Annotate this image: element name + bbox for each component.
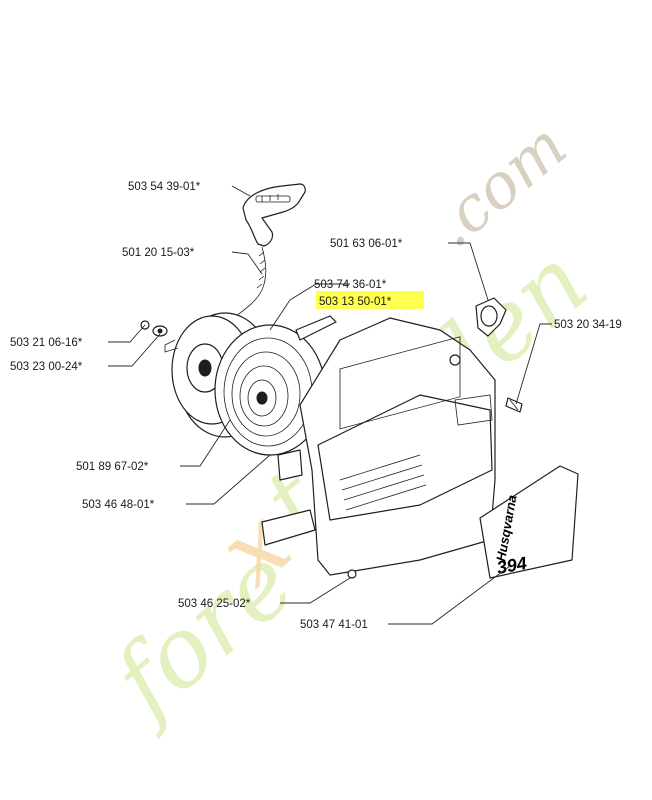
label-decal: 503 47 41-01 [300,619,368,631]
leader-lines [108,185,552,625]
starter-handle-drawing [242,183,306,247]
label-housing-screw: 503 20 34-19 [554,319,622,331]
label-rope: 501 20 15-03* [122,247,195,259]
label-rope-guide: 501 63 06-01* [330,238,403,250]
label-starter-housing: 503 46 25-02* [178,598,251,610]
housing-screw-drawing [505,397,523,413]
watermark-domain: .com [418,109,580,262]
label-washer: 503 21 06-16* [10,337,83,349]
label-screw: 503 23 00-24* [10,361,83,373]
label-spring-cassette: 503 13 50-01* [319,296,392,308]
label-handle: 503 54 39-01* [128,181,201,193]
label-guide-plate: 503 46 48-01* [82,499,155,511]
screw-washer-drawing [140,320,168,337]
label-spring: 503 74 36-01* [314,279,387,291]
rope-guide-drawing [475,297,507,337]
decal-model: 394 [495,553,528,578]
part-labels: 503 54 39-01* 501 20 15-03* 503 21 06-16… [10,181,622,631]
starter-housing-drawing [261,317,496,579]
highlight-box [316,291,424,309]
label-pulley: 501 89 67-02* [76,461,149,473]
decal-drawing: Husqvarna 394 [479,465,579,579]
starter-rope-drawing [235,246,267,317]
